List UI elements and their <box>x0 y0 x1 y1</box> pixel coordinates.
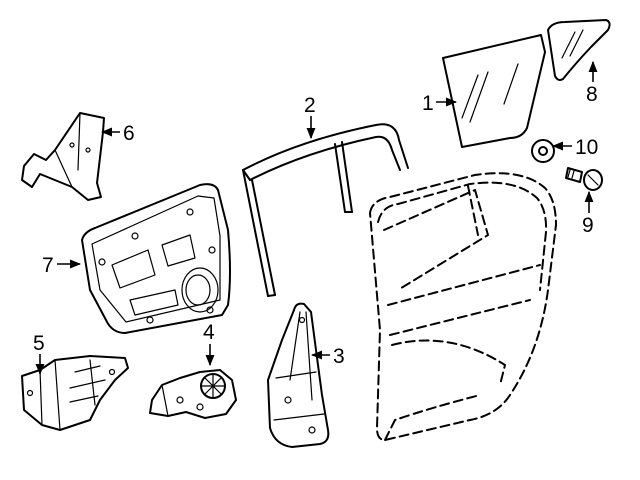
window-motor <box>149 369 237 419</box>
washer <box>531 139 555 163</box>
quarter-glass <box>547 19 611 81</box>
callout-arrows <box>35 60 598 376</box>
callout-7: 7 <box>42 254 54 277</box>
callout-10: 10 <box>575 136 598 159</box>
callout-6: 6 <box>123 122 135 145</box>
regulator-right <box>267 302 330 448</box>
callout-2: 2 <box>304 94 316 117</box>
callout-8: 8 <box>586 83 598 106</box>
regulator-left <box>21 355 129 431</box>
callout-3: 3 <box>333 345 345 368</box>
door-glass <box>442 34 546 148</box>
door-outline <box>369 172 557 441</box>
callout-1: 1 <box>422 92 434 115</box>
callout-9: 9 <box>582 214 594 237</box>
bolt <box>565 167 603 191</box>
callout-5: 5 <box>33 332 45 355</box>
glass-run-channel <box>242 123 409 297</box>
bracket <box>21 112 105 201</box>
door-carrier-module <box>81 183 231 334</box>
callout-4: 4 <box>203 321 215 344</box>
